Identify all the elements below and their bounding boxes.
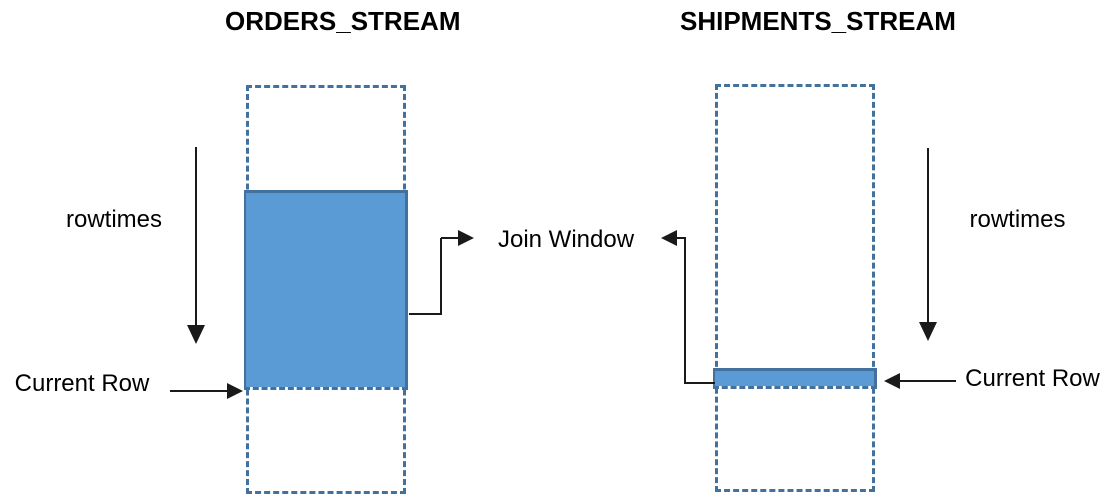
connector-left-horizontal [409, 313, 441, 315]
arrow-down-icon [187, 325, 205, 344]
shipments-current-row-bar [713, 368, 877, 386]
connector-right-vertical [684, 238, 686, 384]
rowtimes-label-right: rowtimes [969, 206, 1066, 233]
arrow-left-icon [661, 230, 677, 246]
orders-stream-title: ORDERS_STREAM [225, 6, 461, 36]
connector-right-horizontal [684, 382, 715, 384]
current-row-label-right: Current Row [965, 365, 1100, 392]
orders-join-window-box [244, 190, 408, 387]
shipments-stream-outline [715, 84, 875, 492]
current-row-arrow-left-stem [170, 390, 227, 392]
join-window-label: Join Window [497, 226, 635, 253]
current-row-label-left: Current Row [14, 370, 150, 397]
rowtimes-arrow-right-stem [927, 148, 929, 324]
arrow-down-icon [919, 322, 937, 341]
orders-current-row-line [244, 387, 408, 390]
rowtimes-arrow-left-stem [195, 147, 197, 327]
shipments-stream-title: SHIPMENTS_STREAM [680, 6, 956, 36]
arrow-right-icon [458, 230, 474, 246]
arrow-left-icon [884, 373, 900, 389]
current-row-arrow-right-stem [900, 380, 956, 382]
connector-left-vertical [440, 238, 442, 315]
rowtimes-label-left: rowtimes [65, 206, 162, 233]
connector-left-arrow-stem [441, 237, 459, 239]
arrow-right-icon [227, 383, 243, 399]
connector-right-arrow-stem [676, 237, 686, 239]
shipments-current-row-line [713, 386, 877, 389]
